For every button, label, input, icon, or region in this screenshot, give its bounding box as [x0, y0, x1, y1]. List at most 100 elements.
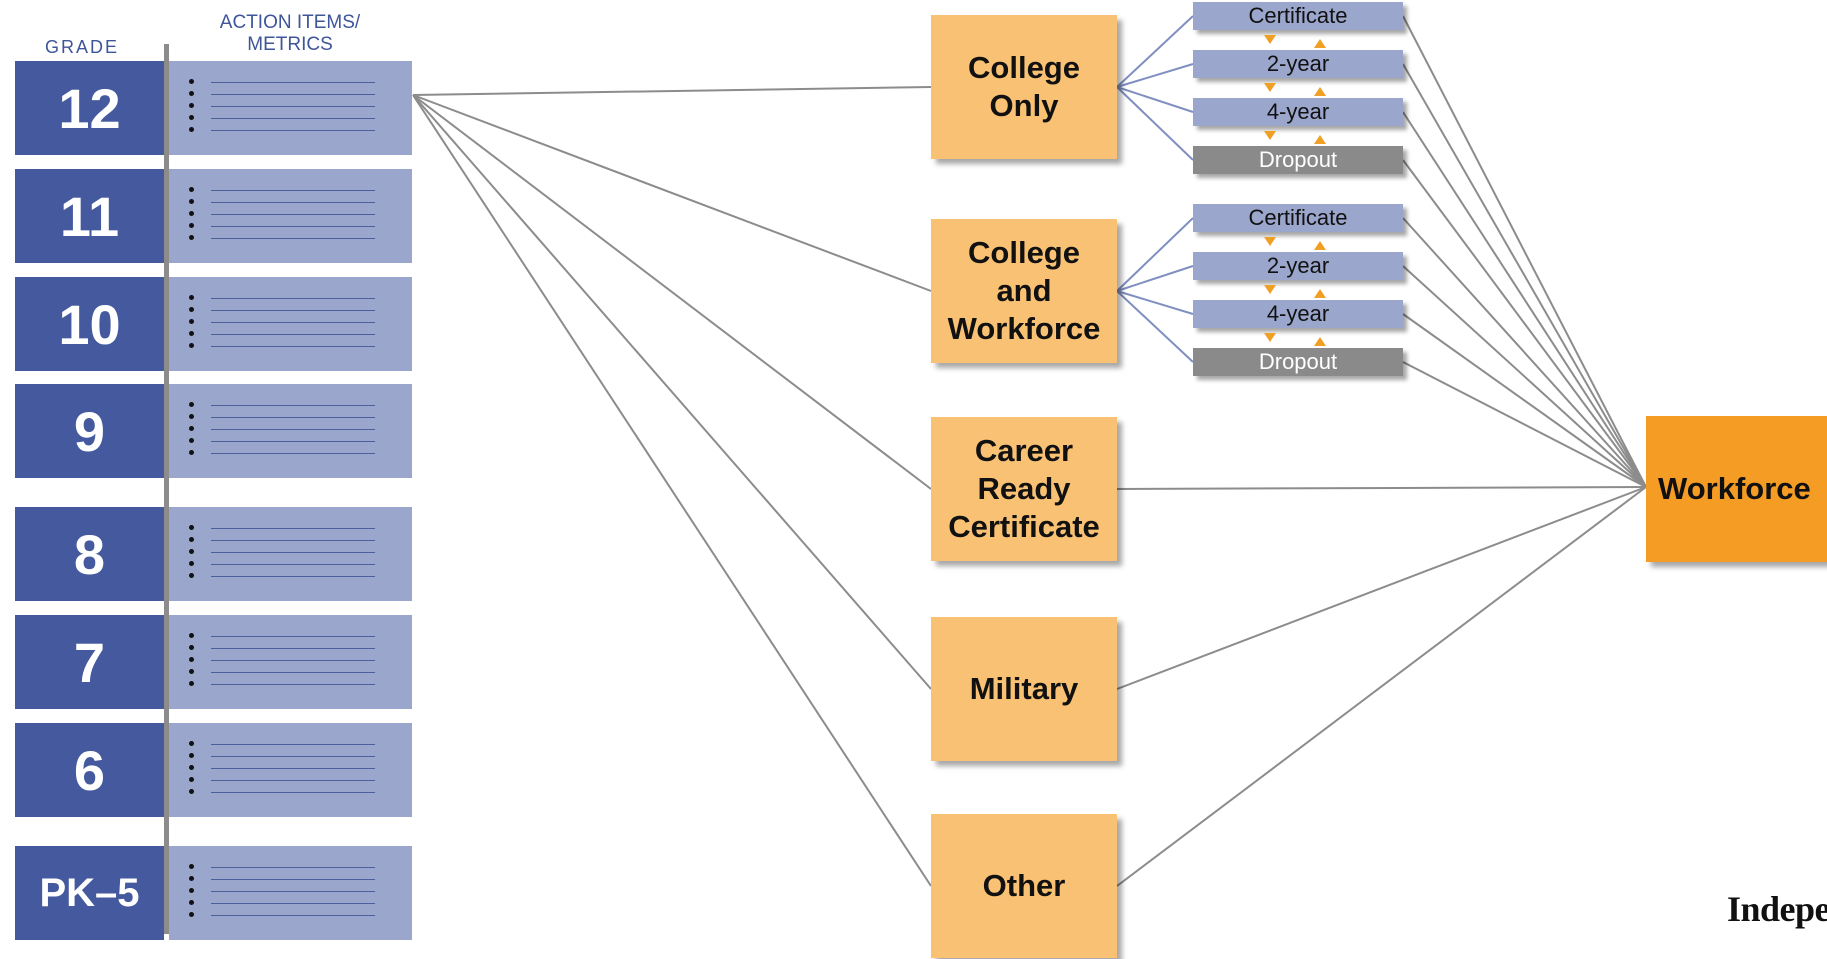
placeholder-lines: [211, 298, 375, 358]
option-label-line: Ready: [977, 471, 1071, 506]
option-label-line: Other: [982, 868, 1066, 903]
grade-label: 12: [15, 61, 164, 155]
sub-option-college-and-workforce: Certificate: [1193, 204, 1403, 232]
bullet-dots: [189, 79, 195, 139]
sub-to-workforce-line: [1402, 217, 1647, 488]
publisher-logo: Indepe: [1727, 889, 1827, 929]
action-items-header-line1: ACTION ITEMS/: [219, 12, 361, 33]
action-items-placeholder: [169, 169, 412, 263]
placeholder-lines: [211, 82, 375, 142]
action-items-placeholder: [169, 723, 412, 817]
option-to-workforce-line: [1116, 486, 1647, 887]
bullet-dots: [189, 295, 195, 355]
placeholder-lines: [211, 528, 375, 588]
placeholder-lines: [211, 636, 375, 696]
action-items-placeholder: [169, 615, 412, 709]
sub-to-workforce-line: [1402, 361, 1647, 488]
arrow-down-icon: [1264, 285, 1276, 294]
grade-row: 6: [15, 723, 412, 817]
option-label-line: College: [968, 50, 1080, 85]
placeholder-lines: [211, 744, 375, 804]
grade-label: 6: [15, 723, 164, 817]
grade-row: 8: [15, 507, 412, 601]
option-label-line: and: [996, 273, 1052, 308]
option-label-line: Career: [974, 433, 1074, 468]
sub-option-college-only: Certificate: [1193, 2, 1403, 30]
arrow-up-icon: [1314, 87, 1326, 96]
sub-to-workforce-line: [1402, 313, 1647, 488]
action-items-placeholder: [169, 507, 412, 601]
grade-row: PK–5: [15, 846, 412, 940]
arrow-up-icon: [1314, 241, 1326, 250]
sub-option-college-only: 4-year: [1193, 98, 1403, 126]
option-label-line: Military: [969, 671, 1079, 706]
action-items-header-line2: METRICS: [247, 34, 333, 55]
grade-row: 7: [15, 615, 412, 709]
arrow-down-icon: [1264, 83, 1276, 92]
grade-label: 7: [15, 615, 164, 709]
option-to-workforce-line: [1116, 486, 1647, 490]
option-to-sub-line: [1116, 217, 1194, 292]
placeholder-lines: [211, 190, 375, 250]
grade-label: 11: [15, 169, 164, 263]
arrow-down-icon: [1264, 131, 1276, 140]
option-label-line: Only: [989, 88, 1059, 123]
grade-row: 12: [15, 61, 412, 155]
grade-row: 11: [15, 169, 412, 263]
sub-to-workforce-line: [1402, 63, 1647, 488]
grade-row: 10: [15, 277, 412, 371]
grade12-to-option-line: [412, 94, 932, 690]
grade-label: PK–5: [15, 846, 164, 940]
grade12-to-option-line: [412, 86, 932, 96]
bullet-dots: [189, 402, 195, 462]
grade-label: 9: [15, 384, 164, 478]
option-label-line: College: [968, 235, 1080, 270]
arrow-down-icon: [1264, 237, 1276, 246]
option-to-sub-line: [1116, 63, 1194, 88]
action-items-placeholder: [169, 61, 412, 155]
sub-to-workforce-line: [1402, 265, 1647, 488]
bullet-dots: [189, 525, 195, 585]
grade-row: 9: [15, 384, 412, 478]
option-label: Military: [970, 670, 1079, 708]
grade-label: 10: [15, 277, 164, 371]
sub-option-college-and-workforce: Dropout: [1193, 348, 1403, 376]
action-items-header: ACTION ITEMS/ METRICS: [170, 12, 410, 56]
action-items-placeholder: [169, 277, 412, 371]
arrow-up-icon: [1314, 135, 1326, 144]
sub-option-college-and-workforce: 4-year: [1193, 300, 1403, 328]
workforce-box: Workforce: [1646, 416, 1827, 562]
sub-option-college-only: 2-year: [1193, 50, 1403, 78]
sub-to-workforce-line: [1402, 111, 1647, 488]
option-to-sub-line: [1116, 86, 1194, 113]
grade-column-header: GRADE: [44, 37, 119, 57]
option-label: Other: [983, 867, 1066, 905]
arrow-up-icon: [1314, 337, 1326, 346]
arrow-down-icon: [1264, 333, 1276, 342]
placeholder-lines: [211, 405, 375, 465]
option-to-sub-line: [1116, 86, 1194, 161]
arrow-up-icon: [1314, 289, 1326, 298]
bullet-dots: [189, 187, 195, 247]
arrow-up-icon: [1314, 39, 1326, 48]
option-label-line: Certificate: [948, 509, 1100, 544]
option-label-line: Workforce: [947, 311, 1101, 346]
sub-to-workforce-line: [1402, 159, 1647, 488]
sub-option-college-and-workforce: 2-year: [1193, 252, 1403, 280]
grade12-to-option-line: [412, 94, 932, 887]
bullet-dots: [189, 864, 195, 924]
grade-label: 8: [15, 507, 164, 601]
action-items-placeholder: [169, 846, 412, 940]
option-to-sub-line: [1116, 15, 1194, 88]
placeholder-lines: [211, 867, 375, 927]
grade12-to-option-line: [412, 94, 932, 292]
grade12-to-option-line: [412, 94, 932, 490]
bullet-dots: [189, 633, 195, 693]
